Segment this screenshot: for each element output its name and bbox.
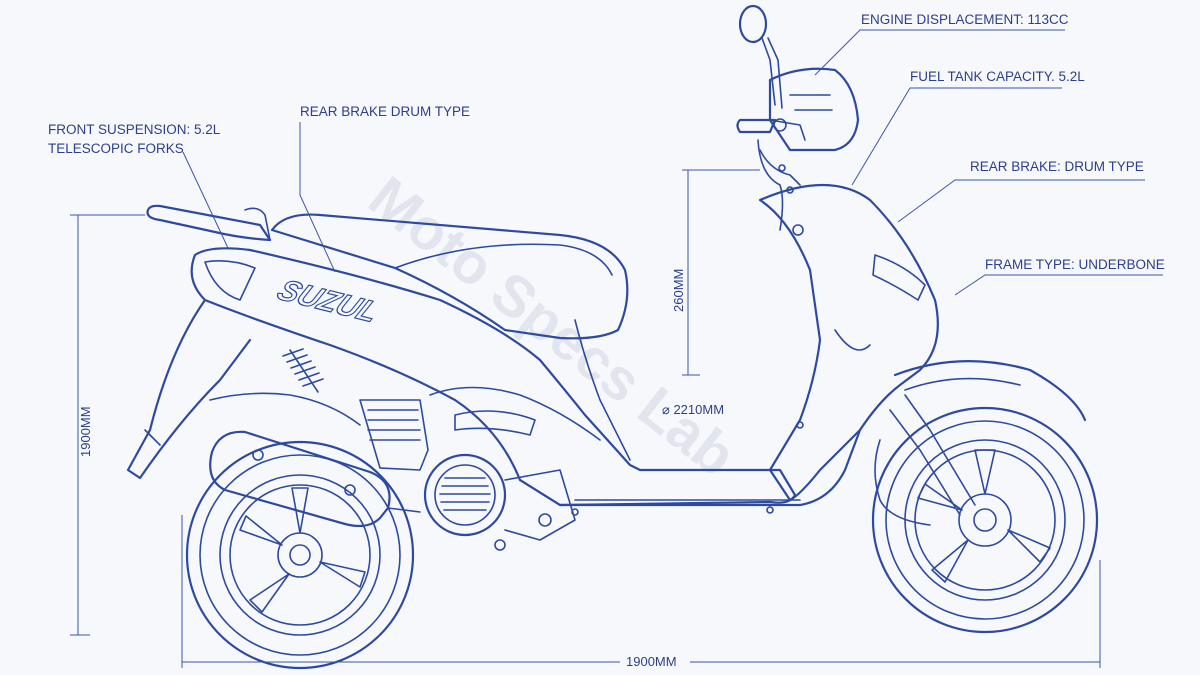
brand-logo: SUZUL	[272, 274, 386, 328]
fuel-tank-label: FUEL TANK CAPACITY. 5.2L	[910, 69, 1085, 84]
front-suspension-label: FRONT SUSPENSION: 5.2L	[48, 122, 221, 137]
rear-shock	[282, 348, 324, 393]
front-wheel	[871, 406, 1099, 634]
body	[146, 184, 1087, 526]
rear-fender	[126, 298, 361, 480]
length-label-bg	[620, 652, 690, 670]
engine	[359, 399, 576, 551]
wheel-dimension-label: ⌀ 2210MM	[662, 402, 724, 417]
engine-displacement-label: ENGINE DISPLACEMENT: 113CC	[861, 12, 1069, 27]
length-dimension-label: 1900MM	[626, 654, 677, 669]
handlebar-assembly	[736, 4, 860, 231]
frame-type-label: FRAME TYPE: UNDERBONE	[985, 257, 1165, 272]
seat-dimension-label: 260MM	[671, 269, 686, 312]
telescopic-forks-label: TELESCOPIC FORKS	[48, 141, 184, 156]
muffler	[209, 430, 421, 528]
rear-brake-drum-label: REAR BRAKE DRUM TYPE	[300, 104, 470, 119]
rear-brake-label: REAR BRAKE: DRUM TYPE	[970, 159, 1144, 174]
callout-leaders	[182, 29, 1163, 296]
height-dimension-label: 1900MM	[78, 406, 93, 457]
dimension-lines	[70, 169, 1101, 668]
